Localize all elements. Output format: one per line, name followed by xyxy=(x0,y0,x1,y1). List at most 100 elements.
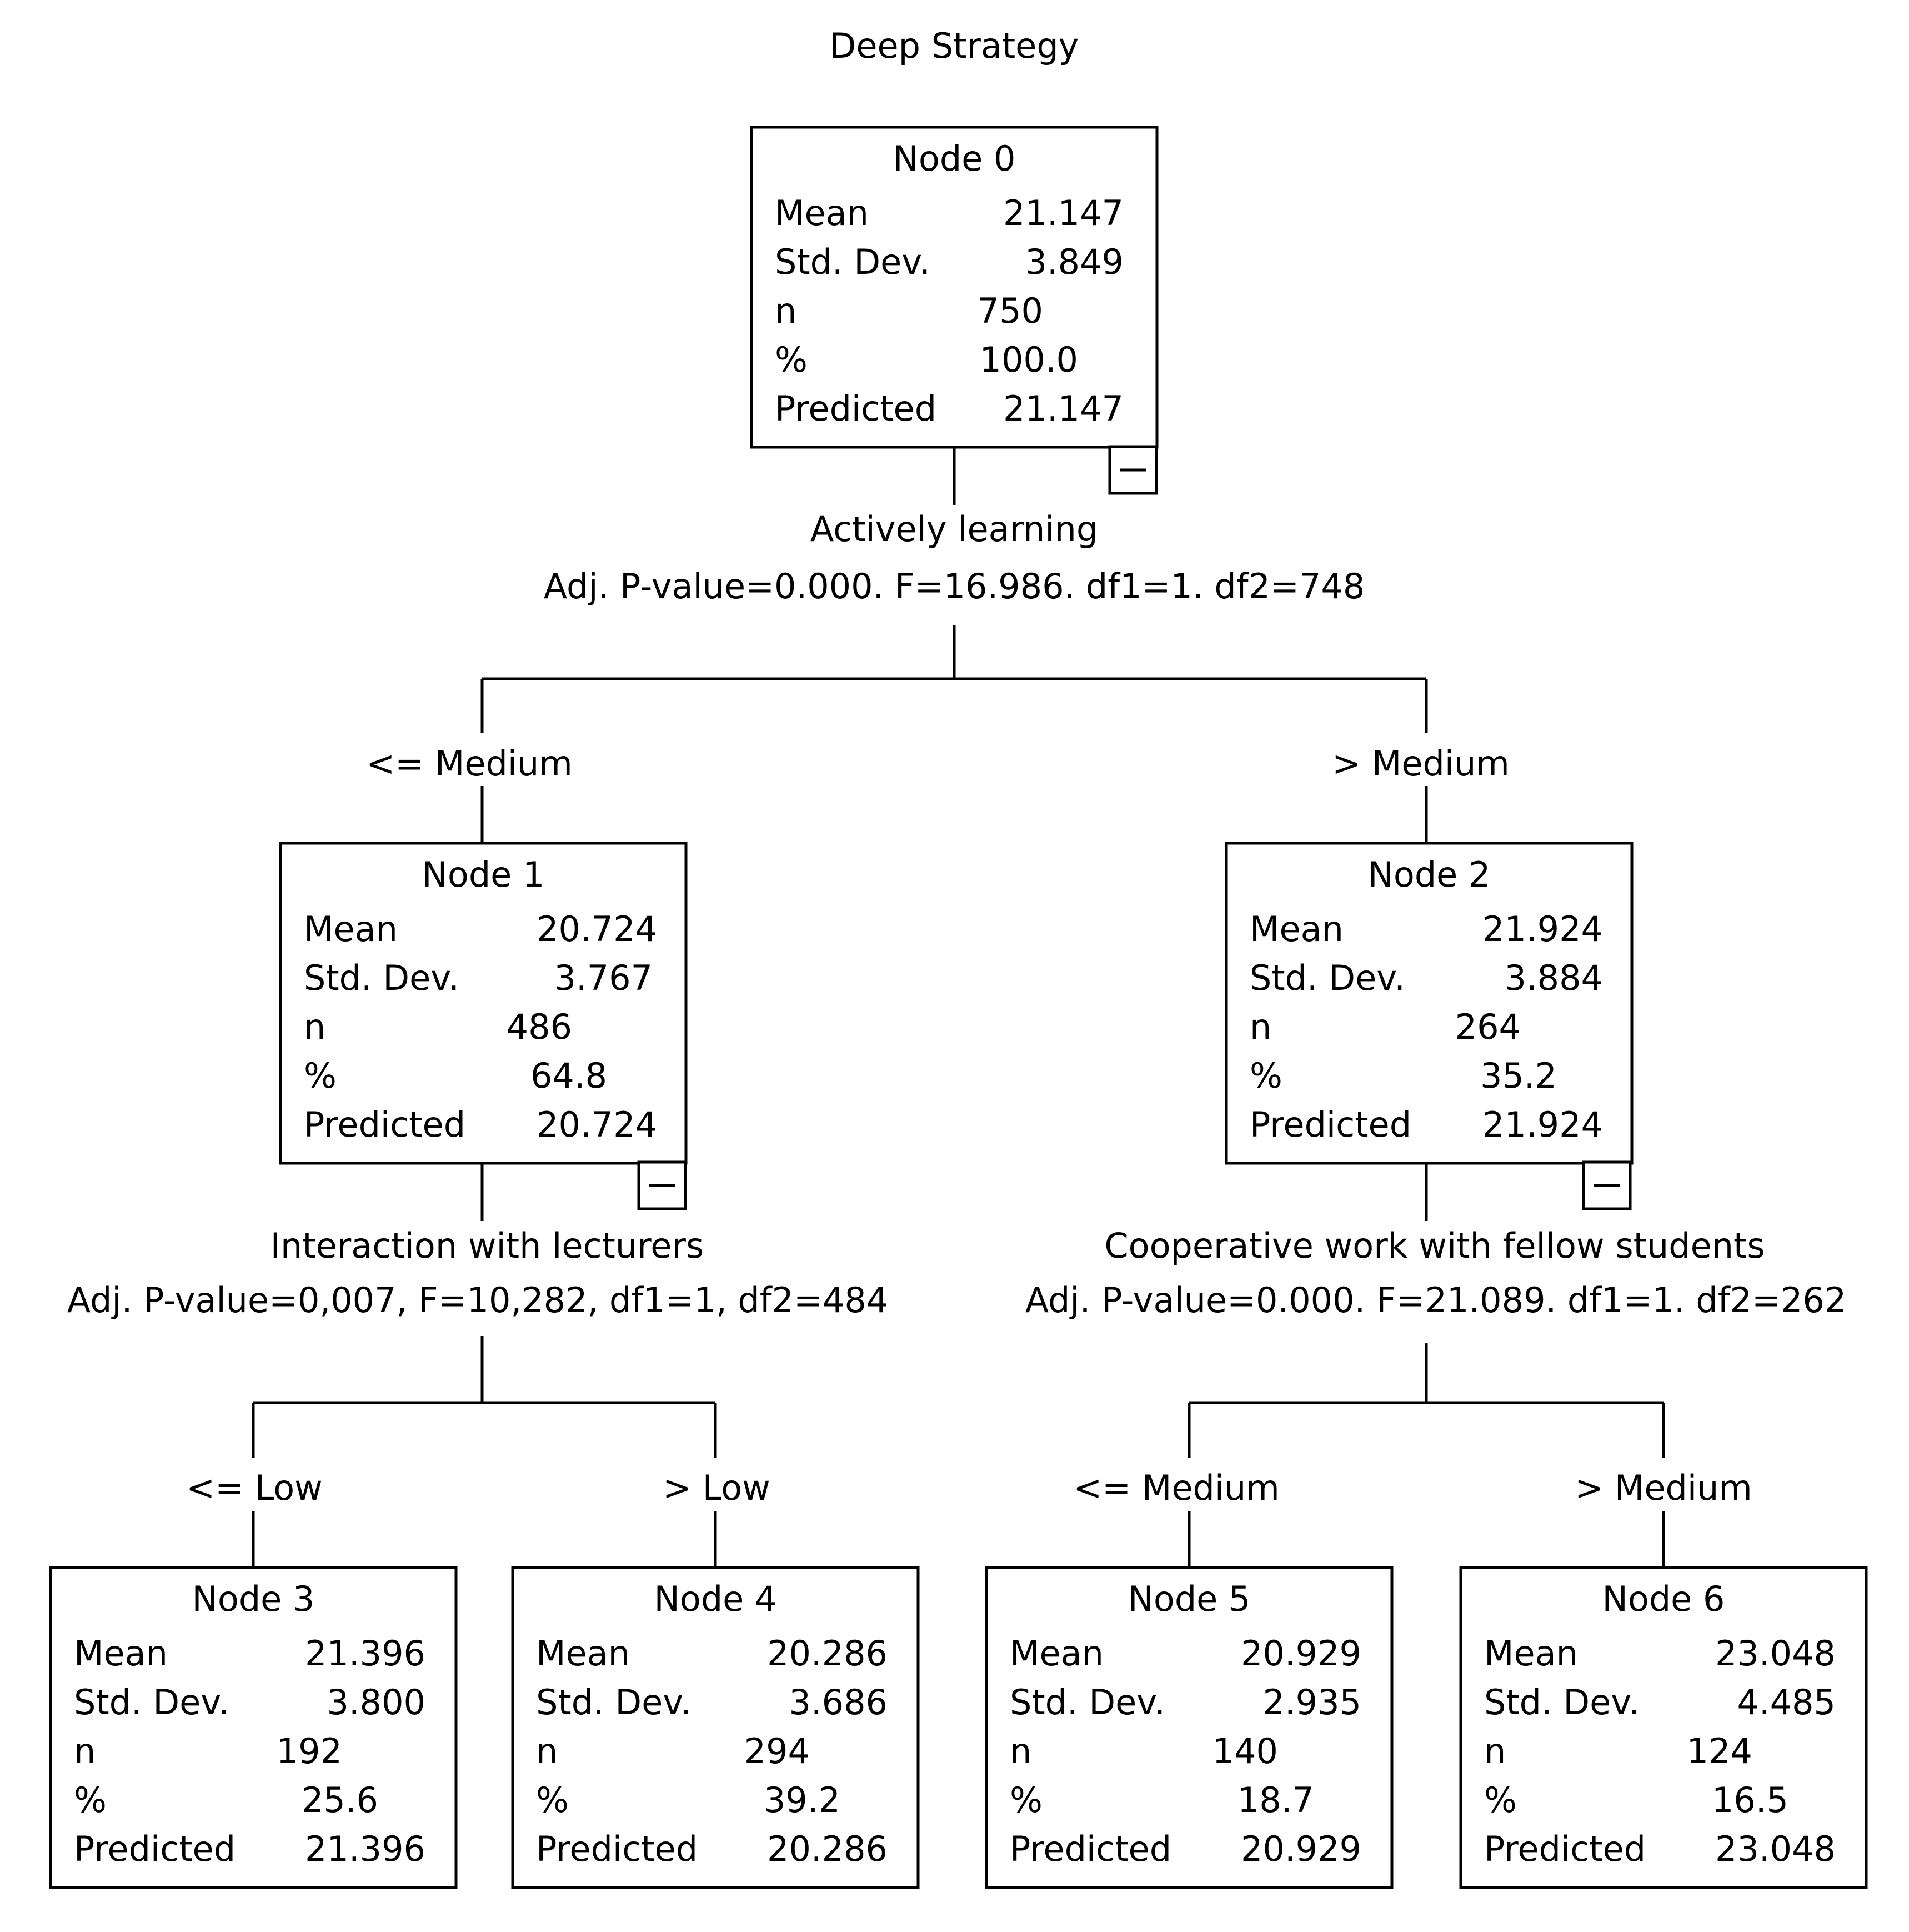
value-pct: 16.5 xyxy=(1712,1780,1788,1820)
split-label-node0: Actively learning Adj. P-value=0.000. F=… xyxy=(544,509,1365,607)
label-n: n xyxy=(1250,1007,1271,1047)
label-pred: Predicted xyxy=(74,1829,236,1869)
value-pred: 21.396 xyxy=(305,1829,425,1869)
tree-node-5[interactable]: Node 5 Mean 20.929 Std. Dev. 2.935 n 140… xyxy=(985,1566,1394,1889)
collapse-toggle-node0[interactable] xyxy=(1108,445,1158,495)
value-pct: 35.2 xyxy=(1480,1055,1557,1096)
label-n: n xyxy=(775,291,796,331)
node-title: Node 1 xyxy=(422,854,545,895)
label-mean: Mean xyxy=(1484,1633,1578,1674)
value-pct: 100.0 xyxy=(980,339,1079,380)
node-title: Node 5 xyxy=(1128,1579,1251,1619)
label-std: Std. Dev. xyxy=(775,242,930,282)
node-title: Node 3 xyxy=(192,1579,315,1619)
node-title: Node 6 xyxy=(1602,1579,1725,1619)
collapse-toggle-node1[interactable] xyxy=(637,1160,687,1210)
value-std: 3.767 xyxy=(554,958,653,998)
branch-label-node1: <= Medium xyxy=(366,743,573,784)
label-pred: Predicted xyxy=(536,1829,698,1869)
value-pred: 20.286 xyxy=(767,1829,888,1869)
node-box xyxy=(49,1566,458,1889)
node-box xyxy=(511,1566,920,1889)
value-mean: 21.147 xyxy=(1003,193,1124,233)
tree-node-2[interactable]: Node 2 Mean 21.924 Std. Dev. 3.884 n 264… xyxy=(1225,842,1634,1165)
label-pred: Predicted xyxy=(1250,1104,1411,1145)
value-pred: 20.929 xyxy=(1241,1829,1361,1869)
node-box xyxy=(985,1566,1394,1889)
label-std: Std. Dev. xyxy=(74,1682,229,1723)
branch-label-node2: > Medium xyxy=(1332,743,1510,784)
value-mean: 23.048 xyxy=(1715,1633,1836,1674)
label-n: n xyxy=(1484,1731,1506,1771)
label-n: n xyxy=(1010,1731,1031,1771)
label-mean: Mean xyxy=(1250,909,1344,949)
value-n: 750 xyxy=(978,291,1043,331)
label-pct: % xyxy=(1010,1780,1043,1820)
label-std: Std. Dev. xyxy=(1250,958,1405,998)
split-variable: Actively learning xyxy=(810,509,1098,549)
label-mean: Mean xyxy=(74,1633,168,1674)
split-variable: Cooperative work with fellow students xyxy=(1104,1225,1765,1266)
node-box xyxy=(1459,1566,1868,1889)
tree-node-1[interactable]: Node 1 Mean 20.724 Std. Dev. 3.767 n 486… xyxy=(279,842,688,1165)
node-box xyxy=(1225,842,1634,1165)
value-n: 140 xyxy=(1212,1731,1278,1771)
value-pct: 39.2 xyxy=(764,1780,840,1820)
value-n: 294 xyxy=(744,1731,810,1771)
label-std: Std. Dev. xyxy=(1010,1682,1165,1723)
branch-label-node4: > Low xyxy=(663,1468,770,1508)
connectors xyxy=(252,447,1665,1568)
label-pct: % xyxy=(1250,1055,1282,1096)
collapse-toggle-node2[interactable] xyxy=(1582,1160,1632,1210)
node-box xyxy=(279,842,688,1165)
label-std: Std. Dev. xyxy=(536,1682,692,1723)
branch-label-node3: <= Low xyxy=(186,1468,323,1508)
label-std: Std. Dev. xyxy=(1484,1682,1640,1723)
value-pct: 18.7 xyxy=(1237,1780,1314,1820)
value-pct: 25.6 xyxy=(302,1780,378,1820)
label-pred: Predicted xyxy=(1010,1829,1171,1869)
value-mean: 21.396 xyxy=(305,1633,425,1674)
value-n: 124 xyxy=(1687,1731,1752,1771)
value-mean: 20.724 xyxy=(537,909,657,949)
branch-label-node5: <= Medium xyxy=(1073,1468,1280,1508)
node-title: Node 4 xyxy=(654,1579,777,1619)
node-title: Node 0 xyxy=(893,138,1016,179)
label-pct: % xyxy=(536,1780,569,1820)
label-pct: % xyxy=(1484,1780,1517,1820)
split-label-node1: Interaction with lecturers Adj. P-value=… xyxy=(67,1225,889,1320)
value-std: 3.800 xyxy=(327,1682,426,1723)
split-variable: Interaction with lecturers xyxy=(270,1225,704,1266)
value-pct: 64.8 xyxy=(530,1055,607,1096)
value-std: 3.884 xyxy=(1505,958,1604,998)
value-pred: 23.048 xyxy=(1715,1829,1836,1869)
label-pct: % xyxy=(74,1780,107,1820)
diagram-title: Deep Strategy xyxy=(830,26,1079,66)
split-stats: Adj. P-value=0.000. F=21.089. df1=1. df2… xyxy=(1025,1280,1847,1320)
split-stats: Adj. P-value=0,007, F=10,282, df1=1, df2… xyxy=(67,1280,889,1320)
branch-label-node6: > Medium xyxy=(1575,1468,1752,1508)
label-std: Std. Dev. xyxy=(304,958,459,998)
label-pred: Predicted xyxy=(304,1104,465,1145)
label-pred: Predicted xyxy=(775,388,936,429)
split-label-node2: Cooperative work with fellow students Ad… xyxy=(1025,1225,1847,1320)
label-mean: Mean xyxy=(304,909,398,949)
value-std: 4.485 xyxy=(1737,1682,1836,1723)
value-pred: 21.147 xyxy=(1003,388,1124,429)
value-mean: 20.929 xyxy=(1241,1633,1361,1674)
tree-node-4[interactable]: Node 4 Mean 20.286 Std. Dev. 3.686 n 294… xyxy=(511,1566,920,1889)
value-std: 3.849 xyxy=(1025,242,1124,282)
value-pred: 20.724 xyxy=(537,1104,657,1145)
label-pct: % xyxy=(304,1055,337,1096)
label-n: n xyxy=(304,1007,325,1047)
tree-node-0[interactable]: Node 0 Mean 21.147 Std. Dev. 3.849 n 750… xyxy=(750,126,1159,449)
tree-node-3[interactable]: Node 3 Mean 21.396 Std. Dev. 3.800 n 192… xyxy=(49,1566,458,1889)
node-title: Node 2 xyxy=(1368,854,1491,895)
value-n: 486 xyxy=(507,1007,572,1047)
label-n: n xyxy=(536,1731,558,1771)
label-pct: % xyxy=(775,339,808,380)
tree-node-6[interactable]: Node 6 Mean 23.048 Std. Dev. 4.485 n 124… xyxy=(1459,1566,1868,1889)
split-stats: Adj. P-value=0.000. F=16.986. df1=1. df2… xyxy=(544,566,1365,607)
label-mean: Mean xyxy=(1010,1633,1104,1674)
label-mean: Mean xyxy=(775,193,869,233)
